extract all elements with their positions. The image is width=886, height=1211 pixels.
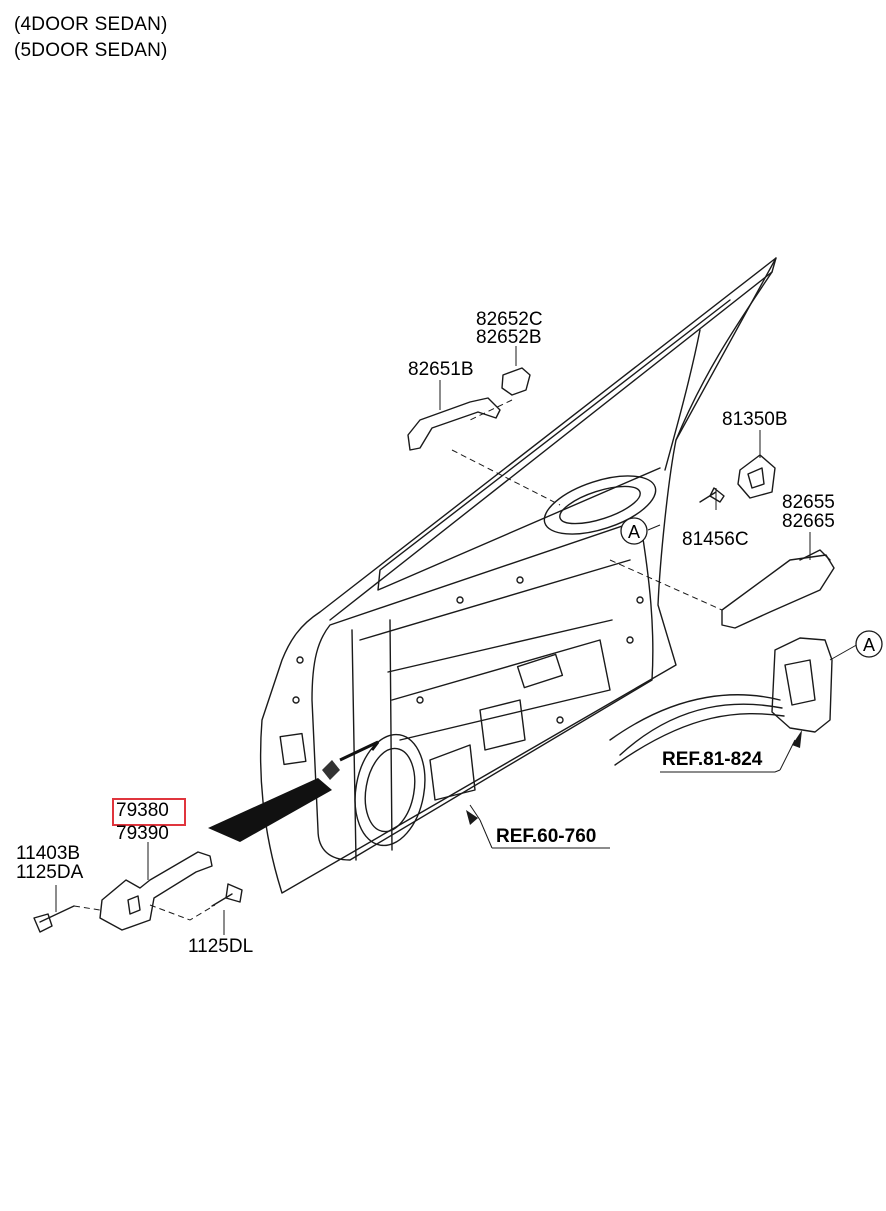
header-line-2: (5DOOR SEDAN) <box>14 40 168 61</box>
inner-panel <box>311 519 654 861</box>
checker-pointer <box>208 778 332 842</box>
inner-handle-recess <box>543 475 657 535</box>
callout-circle-a-right <box>855 630 883 658</box>
handle-cap <box>501 367 531 396</box>
door-frame <box>259 257 777 894</box>
label-82665: 82665 <box>782 511 835 532</box>
striker <box>737 454 776 499</box>
label-1125dl: 1125DL <box>188 936 254 957</box>
label-79390: 79390 <box>116 823 169 844</box>
label-81350b: 81350B <box>722 409 788 430</box>
label-1125da: 1125DA <box>16 862 84 883</box>
label-11403b: 11403B <box>16 843 81 864</box>
label-82651b: 82651B <box>408 359 474 380</box>
door-latch <box>771 637 833 733</box>
callout-a-right-text: A <box>863 635 875 655</box>
label-81456c: 81456C <box>682 529 749 550</box>
inside-handle <box>721 554 835 629</box>
callout-a-left-text: A <box>628 522 640 542</box>
label-82655: 82655 <box>782 492 835 513</box>
speaker-opening <box>354 733 426 847</box>
door-checker <box>99 851 213 931</box>
label-82652b: 82652B <box>476 327 542 348</box>
outer-handle <box>407 397 501 451</box>
header-line-1: (4DOOR SEDAN) <box>14 14 168 35</box>
highlight-box-79380 <box>112 798 186 826</box>
ref-60-760: REF.60-760 <box>496 826 597 847</box>
ref-81-824: REF.81-824 <box>662 749 763 770</box>
label-79380[interactable]: 79380 <box>116 800 169 821</box>
callout-circle-a-left <box>620 517 648 545</box>
label-82652c: 82652C <box>476 309 543 330</box>
